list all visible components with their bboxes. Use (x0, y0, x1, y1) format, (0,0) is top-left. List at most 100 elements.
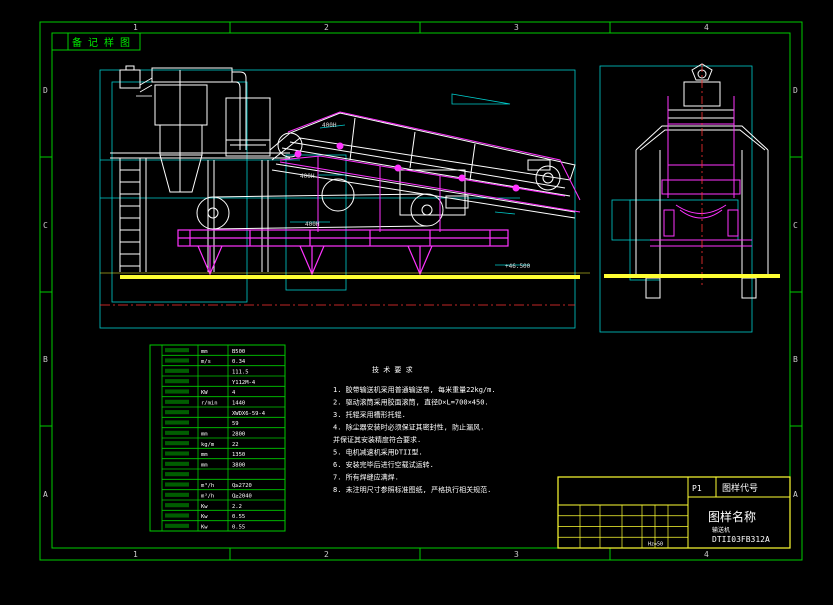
tech-note-line: 5. 电机减速机采用DTII型. (333, 448, 423, 457)
tech-note-line: 6. 安装完毕后进行空载试运转. (333, 460, 434, 469)
param-value: 22 (232, 442, 239, 448)
param-label-mark (165, 389, 189, 394)
param-value: 0.55 (232, 514, 245, 520)
grid-row-a-left: A (43, 490, 48, 499)
drawing-frame (39, 21, 803, 561)
tech-note-line: 2. 驱动滚筒采用胶面滚筒, 直径D×L=700×450. (333, 398, 489, 407)
param-label-mark (165, 472, 189, 477)
param-unit: Kw (201, 504, 208, 510)
param-label-mark (165, 461, 189, 466)
param-label-mark (165, 410, 189, 415)
param-value: 4 (232, 390, 236, 396)
grid-row-c-left: C (43, 221, 48, 230)
grid-row-c-right: C (793, 221, 798, 230)
lower-belt (196, 169, 469, 230)
param-label-mark (165, 451, 189, 456)
param-label-mark (165, 420, 189, 425)
param-unit: r/min (201, 400, 218, 406)
param-label-mark (165, 348, 189, 353)
dim-label-3: 400H (305, 221, 320, 228)
grid-row-d-right: D (793, 86, 798, 95)
param-value: Q≥2720 (232, 483, 252, 489)
conveyor-frame (279, 111, 581, 232)
tech-note-line: 8. 未注明尺寸参照标准图纸, 严格执行相关规范. (333, 485, 491, 494)
dim-label-2: 400H (300, 173, 315, 180)
title-name-label: 图样名称 (708, 509, 756, 524)
grid-row-d-left: D (43, 86, 48, 95)
param-unit: mm (201, 452, 208, 458)
param-value: 1440 (232, 400, 245, 406)
ladder (110, 152, 290, 272)
inclined-conveyor (269, 112, 576, 219)
param-unit: m/s (201, 359, 211, 365)
title-sub-name: 输送机 (712, 526, 730, 534)
ground-line-end (604, 274, 780, 278)
param-value: 1350 (232, 452, 245, 458)
grid-col-3-bottom: 3 (514, 550, 519, 559)
title-block-cell: Hz=50 (648, 541, 663, 547)
grid-row-b-right: B (793, 355, 798, 364)
grid-ticks (40, 22, 802, 560)
title-drawing-number: DTII03FB312A (712, 535, 770, 544)
tech-notes: 技 术 要 求 1. 胶带输送机采用普通输送带, 每米重量22kg/m. 2. 驱… (333, 365, 496, 494)
param-value: Y112M-4 (232, 380, 256, 386)
grid-col-1-top: 1 (133, 23, 138, 32)
param-value: 2800 (232, 431, 245, 437)
param-unit: mm (201, 431, 208, 437)
param-unit: Kw (201, 514, 208, 520)
tech-note-line: 7. 所有焊缝应满焊. (333, 473, 399, 482)
param-unit: kg/m (201, 442, 215, 448)
param-label-mark (165, 368, 189, 373)
param-unit: mm (201, 462, 208, 468)
tech-note-line: 1. 胶带输送机采用普通输送带, 每米重量22kg/m. (333, 385, 496, 394)
param-value: Q≥2040 (232, 493, 252, 499)
param-unit: m³/h (201, 482, 214, 489)
param-value: 0.34 (232, 359, 246, 365)
title-side-label: P1 (692, 484, 702, 493)
tech-notes-heading: 技 术 要 求 (372, 365, 413, 374)
param-unit: mm (201, 349, 208, 355)
grid-row-a-right: A (793, 490, 798, 499)
param-unit: m³/h (201, 492, 214, 499)
grid-col-1-bottom: 1 (133, 550, 138, 559)
grid-col-4-top: 4 (704, 23, 709, 32)
param-unit: Kw (201, 524, 208, 530)
title-code-label: 图样代号 (722, 482, 758, 494)
param-label-mark (165, 513, 189, 518)
top-left-stamp: 备 记 样 图 (51, 32, 141, 51)
stamp-text: 备 记 样 图 (72, 36, 130, 49)
param-value: B500 (232, 349, 245, 355)
tech-note-line: 4. 除尘器安装时必须保证其密封性, 防止漏风. (333, 423, 484, 432)
param-value: 2.2 (232, 504, 242, 510)
param-value: 59 (232, 421, 239, 427)
side-elevation-view: 400H 400H 400H +46.500 (99, 65, 590, 329)
grid-col-4-bottom: 4 (704, 550, 709, 559)
param-label-mark (165, 441, 189, 446)
grid-col-2-top: 2 (324, 23, 329, 32)
tech-note-line: 3. 托辊采用槽形托辊. (333, 410, 406, 419)
param-label-mark (165, 523, 189, 528)
end-view (599, 63, 780, 333)
elevation-label: +46.500 (505, 263, 531, 270)
param-value: 111.5 (232, 369, 249, 375)
param-label-mark (165, 379, 189, 384)
grid-row-b-left: B (43, 355, 48, 364)
dim-label-1: 400H (322, 122, 337, 129)
param-label-mark (165, 503, 189, 508)
grid-col-2-bottom: 2 (324, 550, 329, 559)
param-label-mark (165, 482, 189, 487)
ground-line-side (100, 272, 590, 279)
param-label-mark (165, 430, 189, 435)
support-structure (177, 229, 509, 276)
param-value: XWDX6-59-4 (232, 411, 266, 417)
param-value: 3800 (232, 462, 245, 468)
tech-note-line: 并保证其安装精度符合要求. (333, 435, 421, 444)
grid-labels: 1 2 3 4 1 2 3 4 D C B A D C B A (43, 23, 798, 559)
param-label-mark (165, 399, 189, 404)
title-block: Hz=50 P1 图样代号 图样名称 输送机 DTII03FB312A (557, 476, 791, 549)
grid-col-3-top: 3 (514, 23, 519, 32)
param-label-mark (165, 492, 189, 497)
